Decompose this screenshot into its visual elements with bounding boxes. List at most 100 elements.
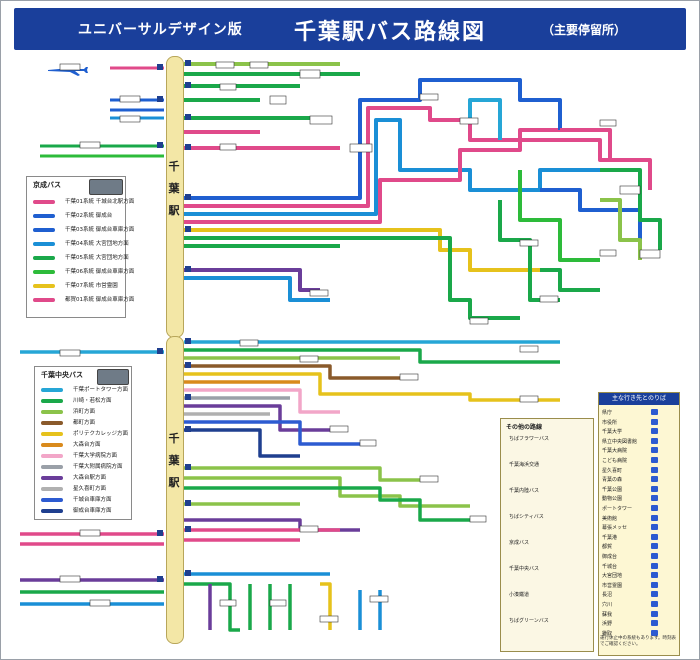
boarding-badge — [651, 419, 658, 425]
destination-row-label: 千葉大病院 — [602, 447, 627, 454]
chuo-legend-label: 千葉大附属病院方面 — [73, 462, 123, 470]
destination-row-label: 美術館 — [602, 515, 617, 522]
other-route-label: 小湊鐵道 — [509, 591, 529, 598]
other-routes-title: その他の路線 — [506, 422, 542, 431]
upper-right-routes — [184, 64, 660, 318]
boarding-badge — [651, 495, 658, 501]
station-name-lower-char-3: 駅 — [167, 476, 181, 490]
keisei-legend-label: 千葉06系統 御成台車庫方面 — [65, 267, 134, 275]
boarding-badge — [651, 457, 658, 463]
keisei-bus-photo — [89, 179, 123, 195]
chiba-chuo-bus-legend: 千葉中央バス 千葉ポートタワー方面川崎・若松方面浜町方面都町方面ポリテクカレッジ… — [34, 366, 132, 520]
boarding-badge — [651, 447, 658, 453]
route-color-swatch — [41, 432, 63, 436]
chuo-legend-label: ポリテクカレッジ方面 — [73, 429, 128, 437]
destination-row-label: 御成台 — [602, 553, 617, 560]
keisei-bus-legend: 京成バス 千葉01系統 千城台北駅方面千葉02系統 御成台千葉03系統 御成台車… — [26, 176, 126, 318]
boarding-badge — [651, 467, 658, 473]
destination-row-label: 県庁 — [602, 409, 612, 416]
boarding-badge — [651, 486, 658, 492]
boarding-badge — [651, 620, 658, 626]
chuo-legend-label: 千城台車庫方面 — [73, 495, 112, 503]
chuo-legend-label: 川崎・若松方面 — [73, 396, 112, 404]
destination-table-header: 主な行き先とのりば — [599, 393, 679, 405]
destination-row-label: 浜野 — [602, 620, 612, 627]
boarding-badge — [651, 428, 658, 434]
destination-row-label: 市営霊園 — [602, 582, 622, 589]
destination-row-label: 幕張メッセ — [602, 524, 627, 531]
chiba-station-bar-upper — [166, 56, 184, 338]
route-color-swatch — [41, 454, 63, 458]
other-route-label: ちばグリーンバス — [509, 617, 549, 624]
route-color-swatch — [33, 256, 55, 260]
boarding-badge — [651, 611, 658, 617]
keisei-legend-label: 千葉05系統 大宮団地方面 — [65, 253, 129, 261]
other-route-label: 千葉海浜交通 — [509, 461, 539, 468]
route-color-swatch — [41, 498, 63, 502]
chuo-legend-label: 千葉大学病院方面 — [73, 451, 117, 459]
destination-row-label: 大宮団地 — [602, 572, 622, 579]
station-name-char-2: 葉 — [167, 182, 181, 196]
destination-row-label: 千葉公園 — [602, 486, 622, 493]
station-name-lower-char-1: 千 — [167, 432, 181, 446]
keisei-legend-label: 千葉04系統 大宮団地方面 — [65, 239, 129, 247]
destination-row-label: 星久喜町 — [602, 467, 622, 474]
boarding-badge — [651, 543, 658, 549]
station-name-char-3: 駅 — [167, 204, 181, 218]
chuo-legend-label: 千葉ポートタワー方面 — [73, 385, 128, 393]
route-color-swatch — [41, 487, 63, 491]
keisei-legend-label: 千葉02系統 御成台 — [65, 211, 112, 219]
keisei-legend-label: 千葉03系統 御成台車庫方面 — [65, 225, 134, 233]
chuo-legend-title: 千葉中央バス — [41, 370, 83, 380]
destination-row-label: 千葉港 — [602, 534, 617, 541]
route-color-swatch — [41, 388, 63, 392]
boarding-badge — [651, 601, 658, 607]
route-color-swatch — [33, 200, 55, 204]
destination-row-label: 市役所 — [602, 419, 617, 426]
boarding-badge — [651, 563, 658, 569]
boarding-badge — [651, 515, 658, 521]
keisei-legend-label: 都賀01系統 御成台車庫方面 — [65, 295, 134, 303]
destination-row-label: 長沼 — [602, 591, 612, 598]
boarding-badge — [651, 524, 658, 530]
route-color-swatch — [41, 465, 63, 469]
other-routes-box: その他の路線 ちばフラワーバス千葉海浜交通千葉内陸バスちばシティバス京成バス千葉… — [500, 418, 594, 652]
chiba-station-bar-lower — [166, 336, 184, 644]
route-color-swatch — [33, 284, 55, 288]
footnote: 運行休止中の系統もあります。時刻表でご確認ください。 — [600, 636, 680, 648]
chuo-legend-label: 大森台駅方面 — [73, 473, 106, 481]
destination-row-label: 青葉の森 — [602, 476, 622, 483]
destination-row-label: 県立中央図書館 — [602, 438, 637, 445]
destination-row-label: 千葉大学 — [602, 428, 622, 435]
route-color-swatch — [33, 242, 55, 246]
chuo-legend-label: 星久喜町方面 — [73, 484, 106, 492]
chuo-legend-label: 御成台車庫方面 — [73, 506, 112, 514]
station-name-lower-char-2: 葉 — [167, 454, 181, 468]
route-color-swatch — [41, 399, 63, 403]
destination-row-label: 蘇我 — [602, 611, 612, 618]
destination-row-label: 千城台 — [602, 563, 617, 570]
boarding-badge — [651, 553, 658, 559]
boarding-badge — [651, 572, 658, 578]
route-color-swatch — [33, 228, 55, 232]
other-route-label: ちばシティバス — [509, 513, 544, 520]
keisei-legend-label: 千葉01系統 千城台北駅方面 — [65, 197, 134, 205]
station-name-char-1: 千 — [167, 160, 181, 174]
destination-row-label: 都賀 — [602, 543, 612, 550]
route-color-swatch — [41, 476, 63, 480]
left-upper-routes — [40, 68, 164, 156]
boarding-badge — [651, 438, 658, 444]
route-color-swatch — [41, 421, 63, 425]
other-route-label: 千葉中央バス — [509, 565, 539, 572]
boarding-badge — [651, 476, 658, 482]
chuo-bus-photo — [97, 369, 129, 385]
boarding-badge — [651, 409, 658, 415]
destination-row-label: 穴川 — [602, 601, 612, 608]
chuo-legend-label: 大森台方面 — [73, 440, 101, 448]
other-route-label: 千葉内陸バス — [509, 487, 539, 494]
chuo-legend-label: 浜町方面 — [73, 407, 95, 415]
boarding-badge — [651, 505, 658, 511]
keisei-legend-title: 京成バス — [33, 180, 61, 190]
other-route-label: ちばフラワーバス — [509, 435, 549, 442]
